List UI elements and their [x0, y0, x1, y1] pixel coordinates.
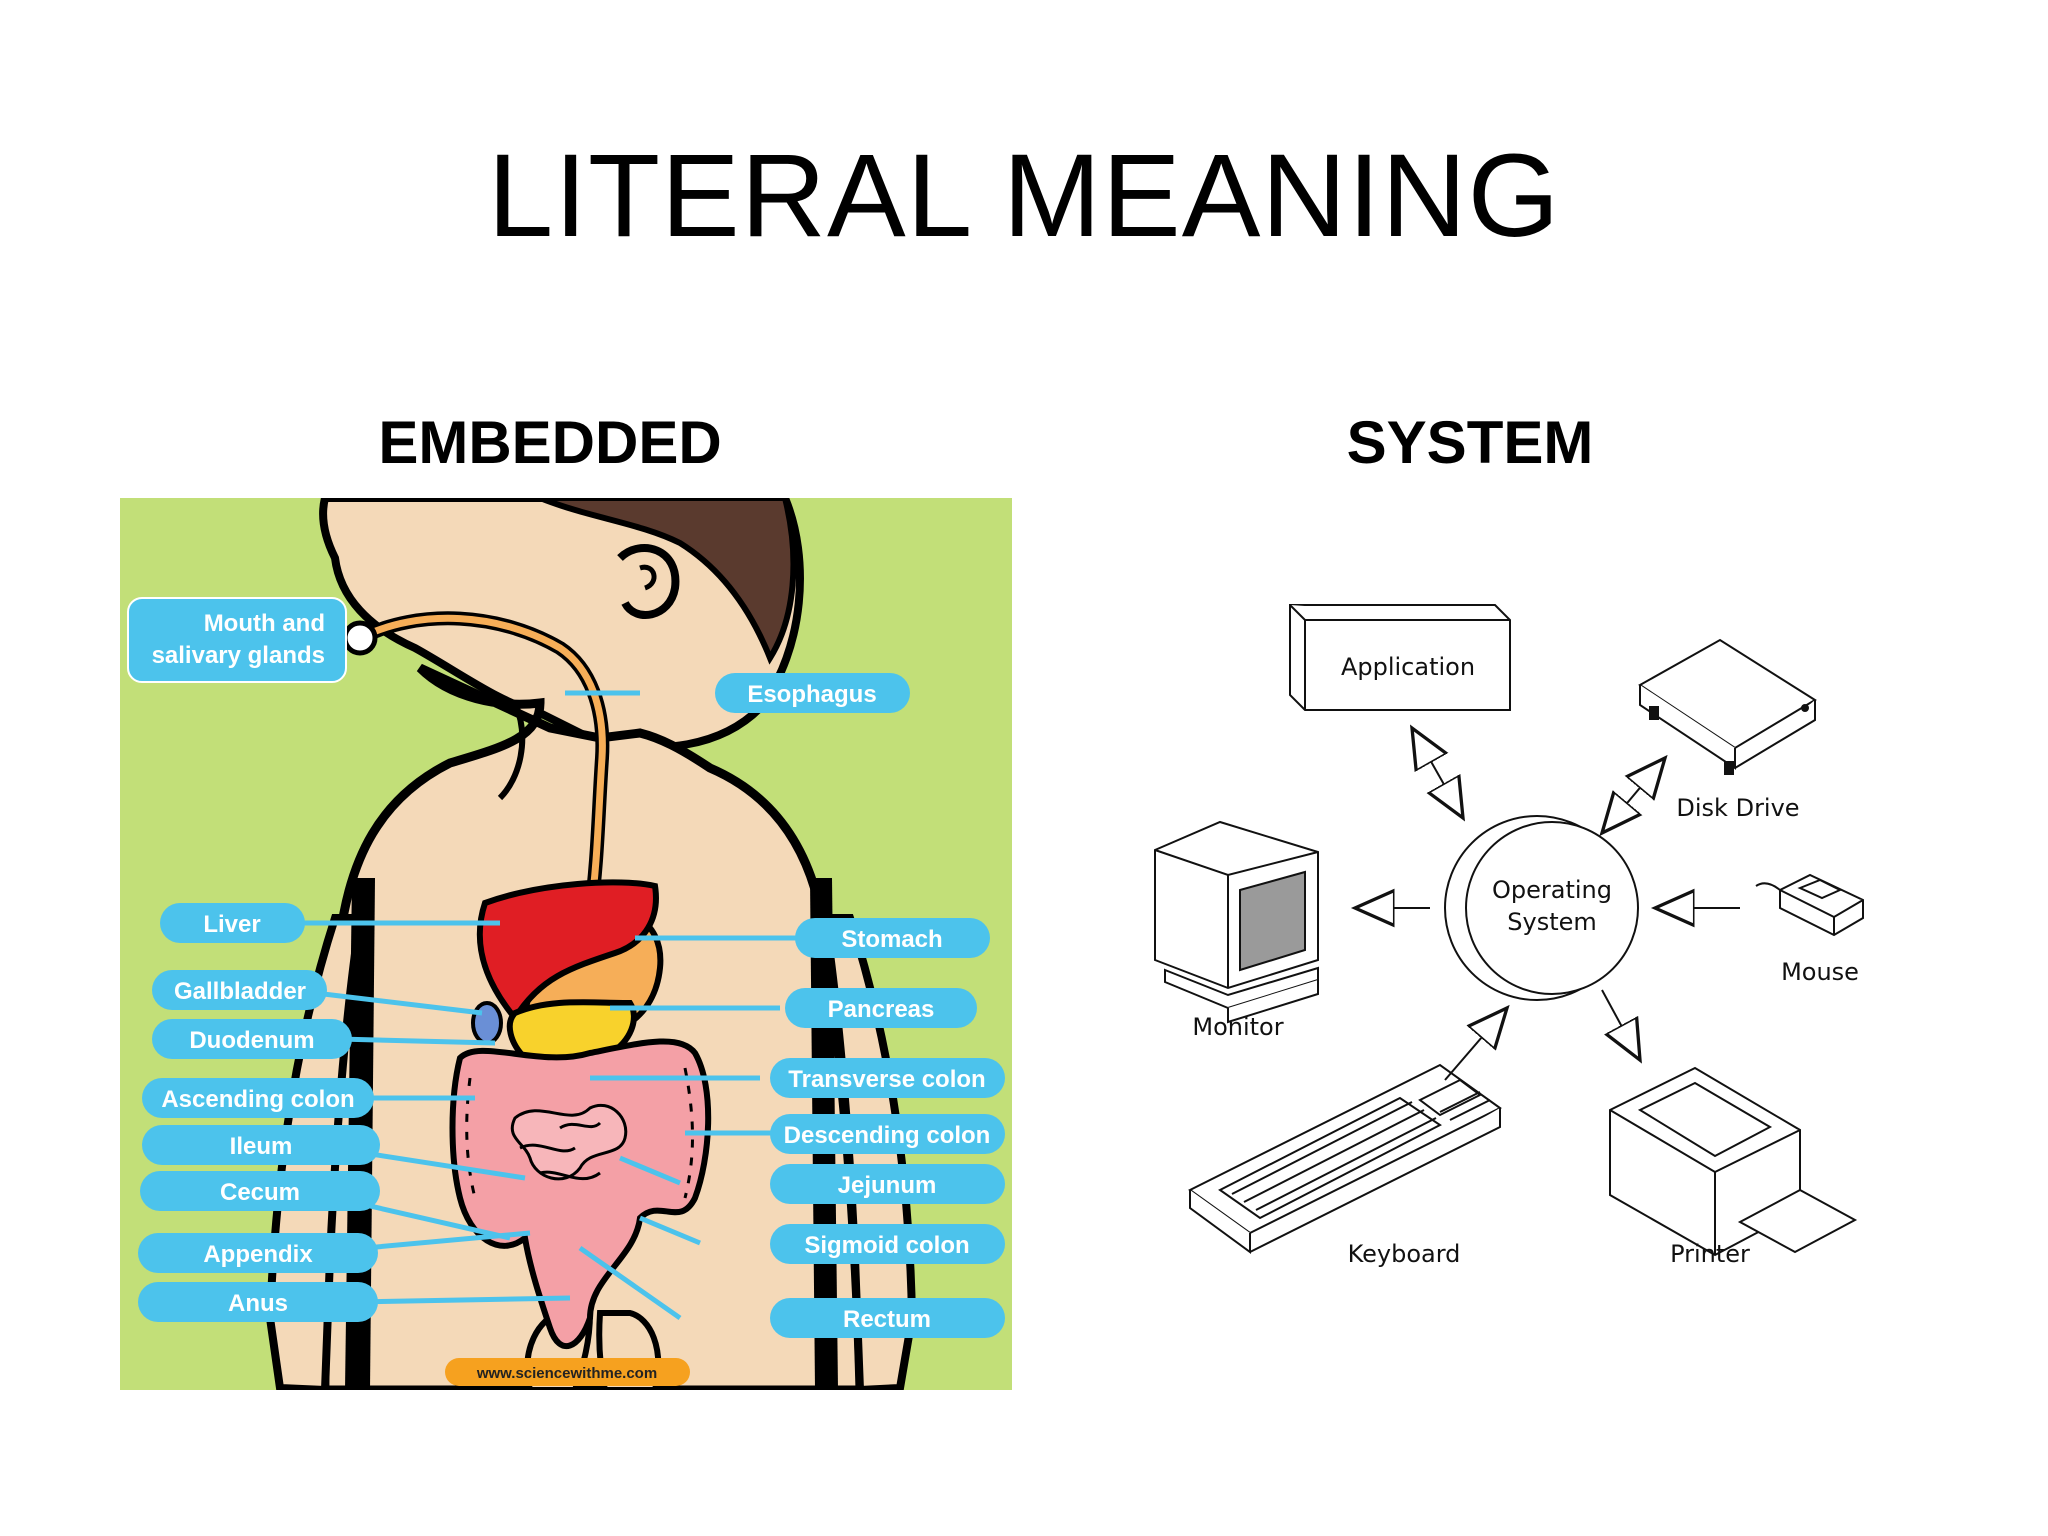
- keyboard-icon: [1188, 1063, 1502, 1254]
- ear-inner: [639, 564, 657, 591]
- label-gallbladder-text: Gallbladder: [174, 978, 306, 1005]
- esophagus-tube: [358, 614, 606, 919]
- label-rectum-text: Rectum: [843, 1306, 931, 1333]
- label-sigmoid-colon-text: Sigmoid colon: [804, 1232, 969, 1259]
- monitor-icon: [1154, 820, 1319, 1024]
- label-appendix: [138, 1233, 378, 1273]
- label-jejunum: [770, 1164, 1005, 1204]
- label-duodenum-text: Duodenum: [189, 1027, 314, 1054]
- system-diagram: Application Disk Drive Operating System …: [1154, 604, 1864, 1268]
- arrow-application-os: [1412, 728, 1463, 818]
- label-stomach: [795, 918, 990, 958]
- label-mouth-line2: salivary glands: [152, 642, 325, 669]
- gallbladder: [471, 1001, 503, 1045]
- label-mouth-line1: Mouth and: [204, 610, 325, 637]
- label-ileum: [142, 1125, 380, 1165]
- label-ileum-text: Ileum: [230, 1133, 293, 1160]
- label-transverse-colon-text: Transverse colon: [788, 1066, 985, 1093]
- application-label: Application: [1341, 653, 1475, 681]
- arrow-os-printer: [1601, 989, 1640, 1060]
- hair: [538, 495, 797, 665]
- operating-system-icon: [1444, 815, 1639, 1001]
- label-descending-colon-text: Descending colon: [784, 1122, 991, 1149]
- website-badge: [445, 1358, 690, 1386]
- website-text: www.sciencewithme.com: [476, 1365, 657, 1382]
- label-jejunum-text: Jejunum: [838, 1172, 937, 1199]
- mouse-label: Mouse: [1781, 958, 1859, 986]
- keyboard-label: Keyboard: [1348, 1240, 1461, 1268]
- arrow-disk-os: [1602, 758, 1665, 833]
- application-box: [1289, 604, 1511, 711]
- os-label-line1: Operating: [1492, 876, 1612, 904]
- label-liver: [160, 903, 305, 943]
- printer-icon: [1609, 1066, 1858, 1257]
- label-descending-colon: [770, 1114, 1005, 1154]
- label-anus-text: Anus: [228, 1290, 288, 1317]
- organ-labels: Mouth and salivary glands Esophagus Live…: [127, 597, 1005, 1338]
- mouse-icon: [1755, 873, 1864, 937]
- label-transverse-colon: [770, 1058, 1005, 1098]
- label-cecum: [140, 1171, 380, 1211]
- mouth-opening: [342, 620, 378, 656]
- label-appendix-text: Appendix: [203, 1241, 313, 1268]
- digestive-system-illustration: Mouth and salivary glands Esophagus Live…: [120, 494, 1012, 1395]
- label-gallbladder: [152, 970, 327, 1010]
- system-heading: SYSTEM: [1346, 409, 1594, 476]
- disk-drive-label: Disk Drive: [1676, 794, 1799, 822]
- diagram-arrows: [1355, 728, 1740, 1081]
- digestive-diagram: Mouth and salivary glands Esophagus Live…: [120, 494, 1012, 1395]
- label-pancreas-text: Pancreas: [828, 996, 935, 1023]
- monitor-label: Monitor: [1192, 1013, 1283, 1041]
- liver: [476, 879, 659, 1024]
- ear: [617, 544, 680, 619]
- label-esophagus-text: Esophagus: [747, 681, 876, 708]
- label-stomach-text: Stomach: [841, 926, 942, 953]
- label-ascending-colon: [142, 1078, 374, 1118]
- arrow-keyboard-os: [1444, 1008, 1507, 1081]
- small-intestine-coils: [519, 1121, 602, 1181]
- label-pancreas: [785, 988, 977, 1028]
- label-mouth: [127, 597, 347, 683]
- colon-segments: [465, 1067, 694, 1199]
- label-esophagus: [715, 673, 910, 713]
- label-cecum-text: Cecum: [220, 1179, 300, 1206]
- computer-system-diagram: Application Disk Drive Operating System …: [1140, 590, 1870, 1290]
- label-sigmoid-colon: [770, 1224, 1005, 1264]
- label-liver-text: Liver: [203, 911, 260, 938]
- disk-drive-icon: [1638, 638, 1817, 775]
- printer-label: Printer: [1670, 1240, 1750, 1268]
- embedded-heading: EMBEDDED: [378, 409, 722, 476]
- label-ascending-colon-text: Ascending colon: [161, 1086, 354, 1113]
- os-label-line2: System: [1507, 908, 1597, 936]
- chin-line: [497, 701, 526, 801]
- label-duodenum: [152, 1019, 352, 1059]
- slide-title: LITERAL MEANING: [487, 130, 1561, 262]
- label-rectum: [770, 1298, 1005, 1338]
- label-anus: [138, 1282, 378, 1322]
